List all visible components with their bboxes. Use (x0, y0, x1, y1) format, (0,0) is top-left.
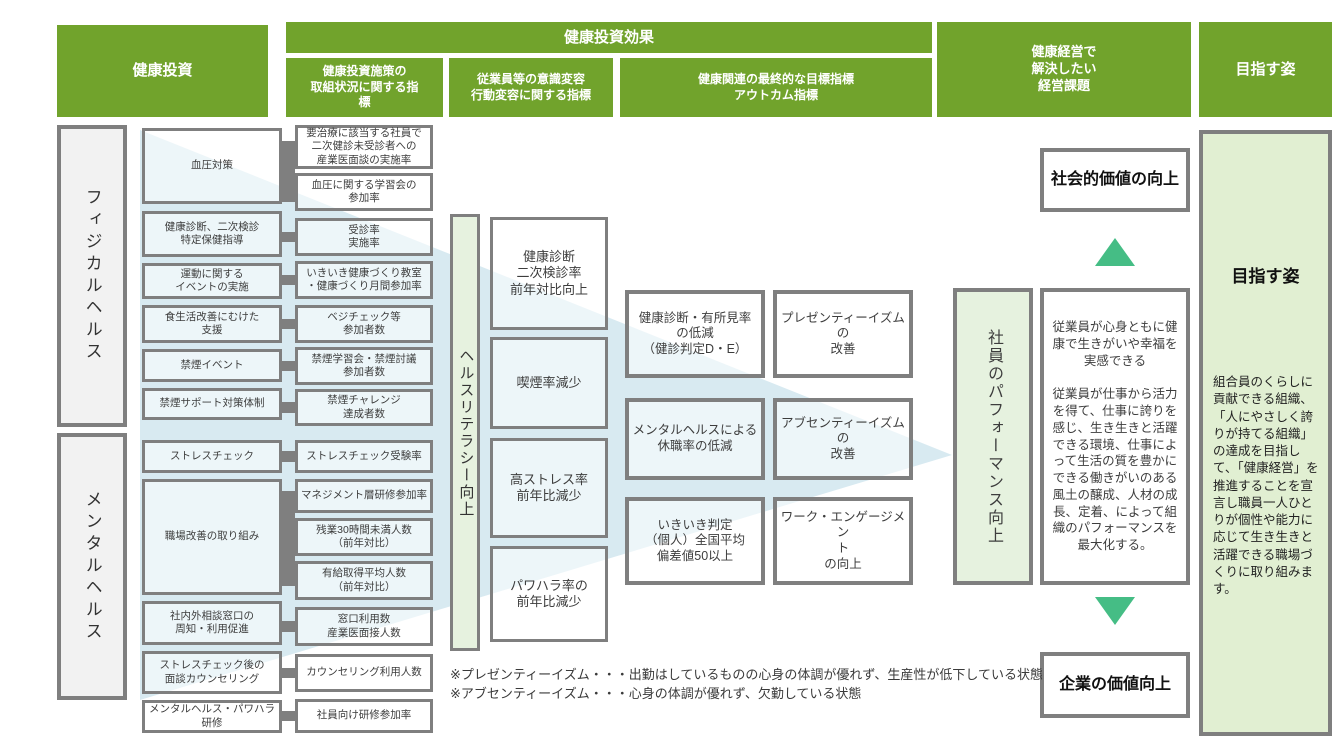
vision-box: 目指す姿 組合員のくらしに貢献できる組織、「人にやさしく誇りが持てる組織」の達成… (1199, 130, 1332, 736)
connector (282, 668, 295, 678)
behavior-change-box: 健康診断 二次検診率 前年対比向上 (490, 217, 608, 330)
outcome-target-box: メンタルヘルスによる 休職率の低減 (625, 398, 765, 480)
initiative-box: 社内外相談窓口の 周知・利用促進 (142, 601, 282, 645)
footnote-absenteeism: ※アブセンティーイズム・・・心身の体調が優れず、欠勤している状態 (450, 686, 862, 701)
social-value-box: 社会的価値の向上 (1040, 148, 1190, 212)
indicator-box: ベジチェック等 参加者数 (295, 305, 433, 343)
initiative-box: 職場改善の取り組み (142, 479, 282, 595)
initiative-box: 運動に関する イベントの実施 (142, 263, 282, 299)
outcome-target-box: 健康診断・有所見率 の低減 （健診判定D・E） (625, 290, 765, 378)
header-metrics-outcome: 健康関連の最終的な目標指標 アウトカム指標 (620, 58, 932, 117)
connector (282, 232, 295, 242)
vision-body: 組合員のくらしに貢献できる組織、「人にやさしく誇りが持てる組織」の達成を目指して… (1213, 375, 1319, 596)
header-vision: 目指す姿 (1199, 22, 1332, 117)
header-investment: 健康投資 (57, 25, 268, 117)
behavior-change-box: パワハラ率の 前年比減少 (490, 546, 608, 642)
indicator-box: 残業30時間未満人数 （前年対比） (295, 518, 433, 556)
arrow-up-icon (1095, 238, 1135, 266)
connector (282, 621, 295, 632)
behavior-change-box: 喫煙率減少 (490, 337, 608, 429)
category-mental-health: メンタルヘルス (57, 433, 127, 700)
connector (282, 402, 295, 413)
indicator-box: マネジメント層研修参加率 (295, 479, 433, 513)
indicator-box: 禁煙学習会・禁煙討議 参加者数 (295, 347, 433, 385)
initiative-box: 禁煙サポート対策体制 (142, 388, 282, 420)
performance-outcome-box: プレゼンティーイズムの 改善 (773, 290, 913, 378)
arrow-down-icon (1095, 597, 1135, 625)
connector (282, 711, 295, 721)
vision-title: 目指す姿 (1231, 267, 1300, 286)
indicator-box: 血圧に関する学習会の 参加率 (295, 173, 433, 211)
corporate-value-box: 企業の価値向上 (1040, 652, 1190, 718)
indicator-box: カウンセリング利用人数 (295, 654, 433, 692)
connector (282, 275, 295, 285)
initiative-box: 食生活改善にむけた 支援 (142, 305, 282, 343)
indicator-box: ストレスチェック受験率 (295, 440, 433, 473)
performance-outcome-box: アブセンティーイズムの 改善 (773, 398, 913, 480)
behavior-change-box: 高ストレス率 前年比減少 (490, 438, 608, 538)
initiative-box: 健康診断、二次検診 特定保健指導 (142, 211, 282, 257)
indicator-box: 受診率 実施率 (295, 218, 433, 256)
initiative-box: 血圧対策 (142, 128, 282, 204)
indicator-box: 社員向け研修参加率 (295, 699, 433, 733)
connector (282, 361, 295, 371)
initiative-box: ストレスチェック (142, 440, 282, 473)
employee-performance-banner: 社員のパフォーマンス向上 (953, 288, 1033, 585)
indicator-box: 要治療に該当する社員で 二次健診未受診者への 産業医面談の実施率 (295, 125, 433, 169)
outcome-target-box: いきいき判定 （個人）全国平均 偏差値50以上 (625, 497, 765, 585)
initiative-box: 禁煙イベント (142, 349, 282, 382)
management-description-box: 従業員が心身ともに健康で生きがいや幸福を実感できる 従業員が仕事から活力を得て、… (1040, 288, 1190, 585)
indicator-box: 禁煙チャレンジ 達成者数 (295, 389, 433, 426)
health-literacy-banner: ヘルスリテラシー向上 (450, 214, 480, 651)
footnote-presenteeism: ※プレゼンティーイズム・・・出勤はしているものの心身の体調が優れず、生産性が低下… (450, 667, 1044, 682)
connector (282, 491, 295, 586)
connector (282, 451, 295, 462)
connector (282, 141, 295, 202)
performance-outcome-box: ワーク・エンゲージメン ト の向上 (773, 497, 913, 585)
header-effect-banner: 健康投資効果 (286, 22, 932, 53)
initiative-box: ストレスチェック後の 面談カウンセリング (142, 651, 282, 694)
header-management-issues: 健康経営で 解決したい 経営課題 (937, 22, 1191, 117)
initiative-box: メンタルヘルス・パワハラ研修 (142, 700, 282, 733)
connector (282, 319, 295, 329)
header-metrics-initiatives: 健康投資施策の 取組状況に関する指 標 (286, 58, 443, 117)
category-physical-health: フィジカルヘルス (57, 125, 127, 427)
indicator-box: 窓口利用数 産業医面接人数 (295, 607, 433, 646)
header-metrics-awareness: 従業員等の意識変容 行動変容に関する指標 (449, 58, 613, 117)
indicator-box: いきいき健康づくり教室 ・健康づくり月間参加率 (295, 261, 433, 299)
indicator-box: 有給取得平均人数 （前年対比） (295, 561, 433, 600)
